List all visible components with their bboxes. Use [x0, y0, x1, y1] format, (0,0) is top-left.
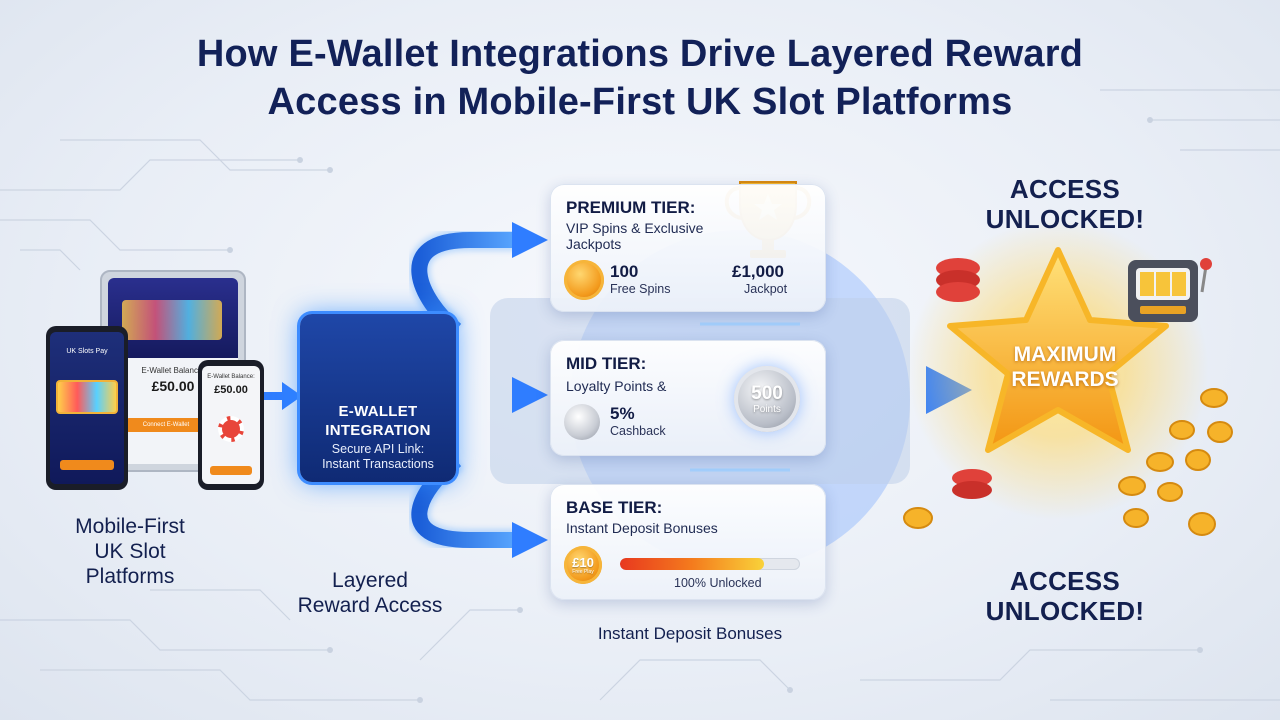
phone-balance-label: E-Wallet Balance:	[207, 374, 255, 380]
title-line-2: Access in Mobile-First UK Slot Platforms	[267, 81, 1013, 123]
ewallet-subtitle: Secure API Link: Instant Transactions	[322, 442, 434, 471]
phone-app-title: UK Slots Pay	[66, 348, 108, 355]
tablet-balance-label: E-Wallet Balance:	[141, 366, 205, 375]
circuit-lines	[0, 89, 1280, 701]
unlock-progress-bar	[620, 558, 800, 570]
ewallet-integration-node: E-WALLET INTEGRATION Secure API Link: In…	[300, 314, 456, 482]
mid-tier-desc: Loyalty Points &	[566, 378, 667, 394]
layered-reward-label: Layered Reward Access	[297, 569, 443, 617]
free-spins-label: Free Spins	[610, 282, 671, 296]
arrow-heads	[512, 222, 548, 558]
chip-icon	[218, 416, 244, 442]
points-label: Points	[753, 403, 781, 415]
free-play-value: £10	[572, 554, 594, 570]
phone-device-left: UK Slots Pay	[46, 326, 128, 490]
points-badge: 500 Points	[734, 366, 800, 432]
base-tier-card: BASE TIER: Instant Deposit Bonuses £10 F…	[550, 484, 826, 600]
free-spins-value: 100	[610, 262, 639, 281]
jackpot-value: £1,000	[732, 262, 784, 281]
page-title: How E-Wallet Integrations Drive Layered …	[0, 30, 1280, 126]
cashback-label: Cashback	[610, 424, 666, 438]
base-tier-desc: Instant Deposit Bonuses	[566, 520, 718, 536]
instant-deposit-caption: Instant Deposit Bonuses	[597, 624, 783, 643]
base-tier-title: BASE TIER:	[566, 498, 663, 517]
slot-machine-icon	[1128, 258, 1212, 322]
tablet-balance-amount: £50.00	[151, 378, 195, 394]
phone-balance-amount: £50.00	[214, 384, 248, 396]
mid-tier-title: MID TIER:	[566, 354, 647, 373]
casino-chip-icons	[936, 258, 992, 499]
phone-device-right: E-Wallet Balance: £50.00	[198, 360, 264, 490]
title-line-1: How E-Wallet Integrations Drive Layered …	[196, 33, 1084, 75]
access-unlocked-bottom: ACCESS UNLOCKED!	[985, 566, 1145, 626]
mid-tier-card: MID TIER: Loyalty Points & 5% Cashback 5…	[550, 340, 826, 456]
maximum-rewards-label: MAXIMUM REWARDS	[1011, 343, 1119, 391]
premium-tier-desc: VIP Spins & Exclusive Jackpots	[566, 220, 704, 252]
free-spins-coin-icon	[564, 260, 604, 300]
cashback-coin-icon	[564, 404, 600, 440]
connect-ewallet-button: Connect E-Wallet	[126, 418, 206, 432]
free-play-coin-icon: £10 Free Play	[564, 546, 602, 584]
premium-tier-card: PREMIUM TIER: VIP Spins & Exclusive Jack…	[550, 184, 826, 312]
gold-coin-icons	[903, 388, 1233, 536]
jackpot-label: Jackpot	[744, 282, 788, 296]
unlock-progress-fill	[620, 558, 764, 570]
access-unlocked-top: ACCESS UNLOCKED!	[985, 174, 1145, 234]
cashback-value: 5%	[610, 404, 635, 423]
premium-tier-title: PREMIUM TIER:	[566, 198, 696, 217]
mobile-first-label: Mobile-First UK Slot Platforms	[75, 515, 185, 588]
maximum-rewards-star	[947, 247, 1169, 453]
points-value: 500	[751, 382, 783, 404]
arrow-to-ewallet	[262, 382, 302, 410]
ewallet-title: E-WALLET INTEGRATION	[325, 403, 431, 439]
unlock-progress-label: 100% Unlocked	[674, 576, 762, 590]
free-play-label: Free Play	[572, 568, 594, 575]
